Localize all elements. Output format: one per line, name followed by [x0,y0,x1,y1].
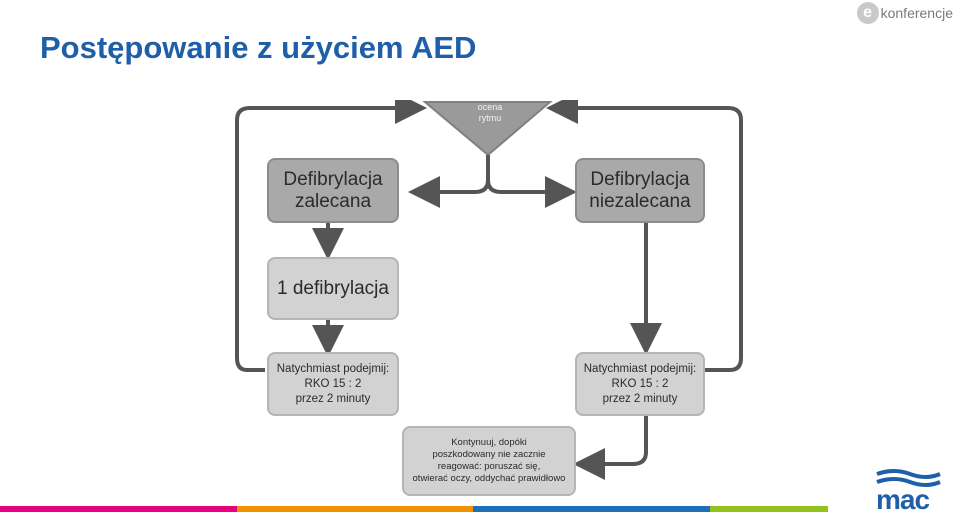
rhythm-label: ocena rytmu [477,102,503,123]
shock-not-advised-box: Defibrylacja niezalecana [575,158,705,223]
cpr-right-box: Natychmiast podejmij: RKO 15 : 2 przez 2… [575,352,705,416]
brand-name: konferencje [880,5,953,21]
stripe-blue-2 [591,506,710,512]
stripe-magenta-2 [118,506,237,512]
cpr-left-box: Natychmiast podejmij: RKO 15 : 2 przez 2… [267,352,399,416]
arrow-cpr-to-continue [573,416,648,480]
aed-flowchart: ocena rytmu Defibrylacja zalecana Defibr… [225,100,755,500]
one-shock-box: 1 defibrylacja [267,257,399,320]
brand-logo: e konferencje [856,2,953,24]
cpr-right-label: Natychmiast podejmij: RKO 15 : 2 przez 2… [583,362,697,405]
stripe-magenta-1 [0,506,119,512]
stripe-green [709,506,828,512]
shock-advised-box: Defibrylacja zalecana [267,158,399,223]
flowchart-connectors [235,100,743,480]
brand-e-icon: e [856,2,879,24]
arrow-to-shock-not-advised [486,155,577,208]
footer-color-stripes [0,506,828,512]
slide-title: Postępowanie z użyciem AED [40,30,477,65]
arrow-to-shock-advised [408,155,490,208]
rhythm-diamond [422,101,553,157]
loop-right [546,100,743,372]
continue-label: Kontynuuj, dopóki poszkodowany nie zaczn… [412,437,566,484]
mac-logo-waves-icon [876,469,941,487]
stripe-orange-1 [236,506,355,512]
stripe-blue-1 [473,506,592,512]
cpr-left-label: Natychmiast podejmij: RKO 15 : 2 przez 2… [276,362,390,405]
shock-not-advised-label: Defibrylacja niezalecana [589,168,691,212]
continue-box: Kontynuuj, dopóki poszkodowany nie zaczn… [402,426,576,496]
mac-logo-text: mac [876,484,930,515]
shock-advised-label: Defibrylacja zalecana [283,168,383,212]
one-shock-label: 1 defibrylacja [277,277,389,299]
loop-left [235,100,427,372]
stripe-orange-2 [354,506,474,512]
